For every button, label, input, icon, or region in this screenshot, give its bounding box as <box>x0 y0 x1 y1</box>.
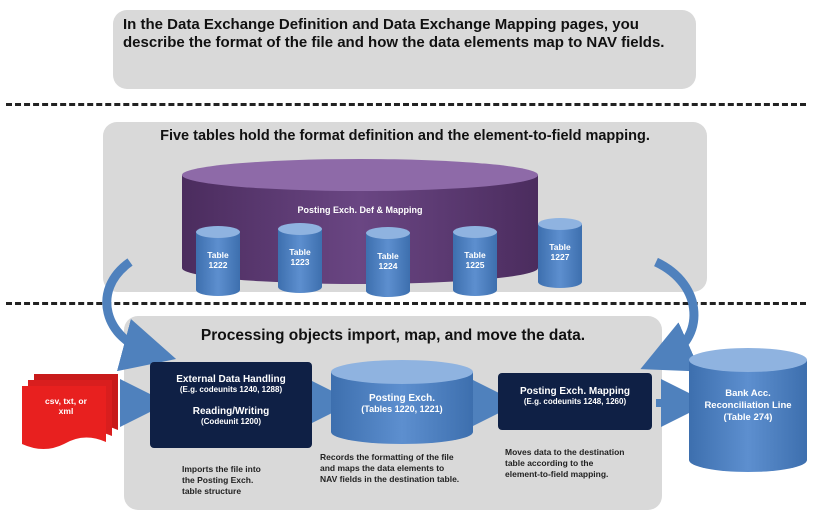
posting-exch-note: Records the formatting of the file and m… <box>320 452 460 484</box>
intro-box: In the Data Exchange Definition and Data… <box>113 10 696 89</box>
external-data-handling-sub: (E.g. codeunits 1240, 1288) <box>179 385 283 394</box>
table-cylinder-1227 <box>538 218 582 288</box>
reading-writing-sub: (Codeunit 1200) <box>200 417 261 426</box>
table-cylinder-1222 <box>196 226 240 296</box>
posting-exch-mapping-box: Posting Exch. Mapping (E.g. codeunits 12… <box>498 373 652 430</box>
posting-exch-label: Posting Exch. (Tables 1220, 1221) <box>361 393 443 414</box>
reading-writing-title: Reading/Writing <box>192 406 270 417</box>
section-divider-bottom <box>6 302 806 305</box>
destination-label: Bank Acc. Reconciliation Line (Table 274… <box>704 388 792 423</box>
curved-arrow-right <box>640 257 701 372</box>
posting-exch-mapping-sub: (E.g. codeunits 1248, 1260) <box>523 397 627 406</box>
table-cylinder-1223 <box>278 223 322 293</box>
posting-exch-mapping-note: Moves data to the destination table acco… <box>505 447 625 479</box>
bank-acc-reconciliation-cylinder <box>689 348 807 472</box>
posting-exch-def-label: Posting Exch. Def & Mapping <box>297 205 423 215</box>
tables-section-title: Five tables hold the format definition a… <box>160 128 650 144</box>
processing-section-title: Processing objects import, map, and move… <box>200 327 586 344</box>
external-data-handling-title: External Data Handling <box>176 374 286 385</box>
section-divider-top <box>6 103 806 106</box>
intro-text: In the Data Exchange Definition and Data… <box>123 16 665 51</box>
table-cylinder-1224 <box>366 227 410 297</box>
external-data-handling-box: External Data Handling (E.g. codeunits 1… <box>150 362 312 448</box>
posting-exch-cylinder <box>331 360 473 444</box>
external-data-handling-note: Imports the file into the Posting Exch. … <box>182 464 261 496</box>
posting-exch-mapping-title: Posting Exch. Mapping <box>519 386 630 397</box>
curved-arrow-left <box>102 258 177 372</box>
file-stack-icon <box>22 374 118 449</box>
posting-exch-def-container <box>182 159 538 284</box>
table-cylinder-1225 <box>453 226 497 296</box>
